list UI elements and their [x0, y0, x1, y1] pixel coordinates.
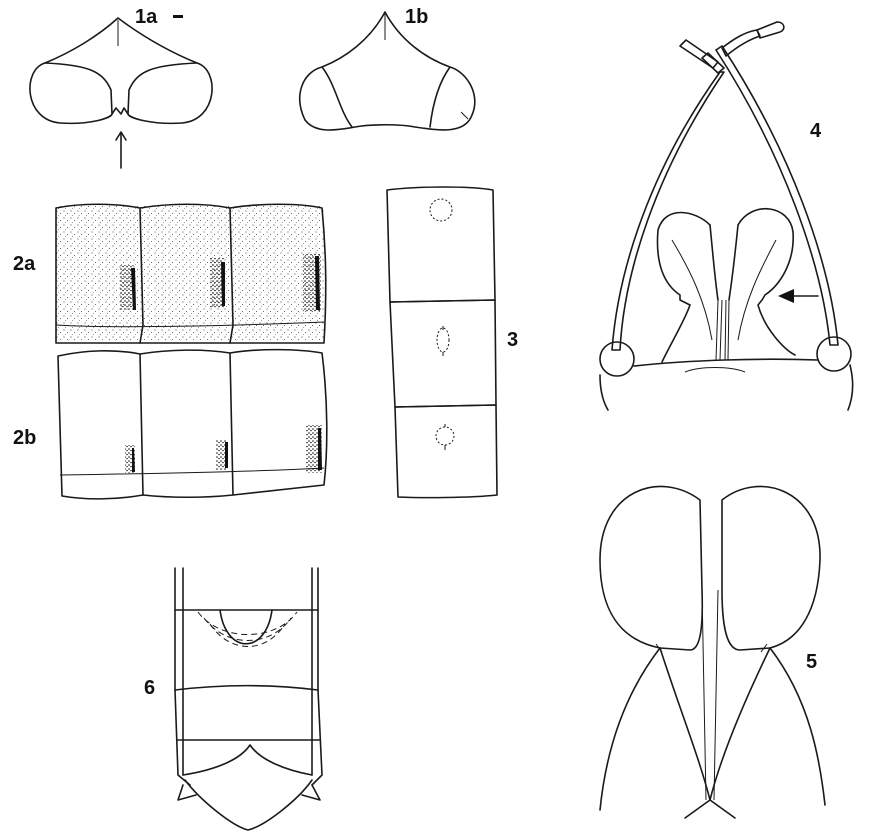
figure-2b-abdominal-segments: [58, 350, 327, 499]
scale-bar: [173, 15, 183, 18]
figure-6-abdomen-apex: [175, 568, 322, 830]
label-4: 4: [810, 120, 822, 142]
figure-1b-head-dorsal: [300, 12, 475, 130]
label-5: 5: [806, 651, 817, 673]
label-1a: 1a: [135, 6, 158, 28]
label-6: 6: [144, 677, 155, 699]
figure-4-head-antennae: [600, 22, 853, 410]
label-3: 3: [507, 329, 518, 351]
figure-5-lobes-enlarged: [600, 487, 825, 819]
label-1b: 1b: [405, 6, 428, 28]
figure-3-segments-vertical: [387, 187, 497, 498]
label-2a: 2a: [13, 253, 36, 275]
label-2b: 2b: [13, 427, 36, 449]
figure-2a-abdominal-segments: [56, 204, 326, 343]
figure-1a-head-frontal: [30, 15, 212, 168]
